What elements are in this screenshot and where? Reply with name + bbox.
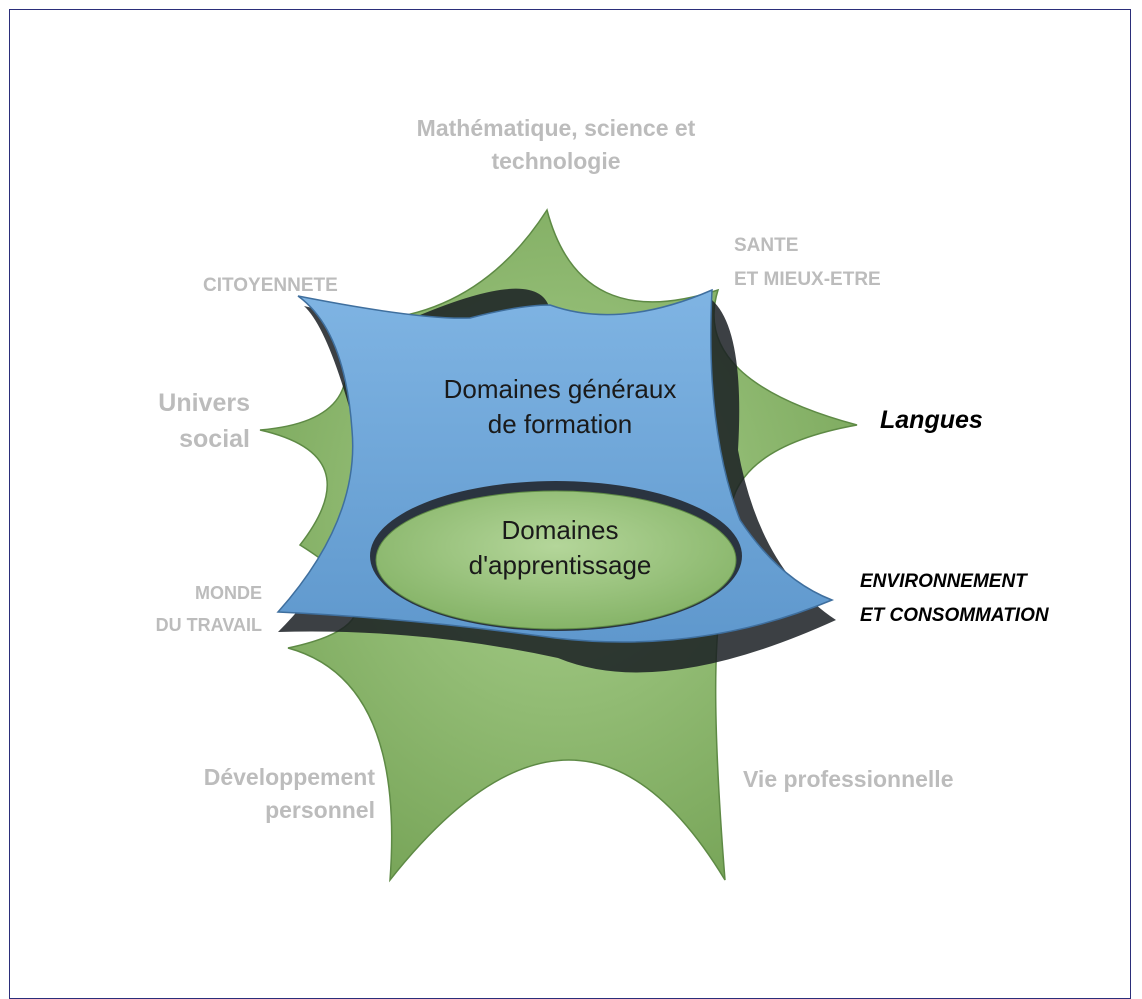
label-univers-social-line-2: social xyxy=(179,425,250,454)
outer-title-line-2: de formation xyxy=(487,409,633,440)
label-developpement-personnel: Développement personnel xyxy=(150,761,375,828)
label-mathematique-line-1: Mathématique, science et xyxy=(416,115,696,141)
label-univers-social-line-1: Univers xyxy=(158,389,250,417)
inner-title-line-1: Domaines xyxy=(501,515,619,545)
label-sante-line-1: SANTE xyxy=(734,235,799,256)
label-environnement: ENVIRONNEMENT ET CONSOMMATION xyxy=(860,565,1049,633)
label-environnement-line-1: ENVIRONNEMENT xyxy=(860,571,1027,592)
label-sante: SANTE ET MIEUX-ETRE xyxy=(734,229,881,297)
label-langues: Langues xyxy=(880,402,983,438)
label-sante-line-2: ET MIEUX-ETRE xyxy=(734,269,881,291)
label-vie-professionnelle: Vie professionnelle xyxy=(743,763,953,796)
outer-title: Domaines généraux de formation xyxy=(395,372,725,442)
label-monde-du-travail-line-2: DU TRAVAIL xyxy=(155,614,262,635)
label-citoyennete-line-1: CITOYENNETE xyxy=(203,275,338,296)
inner-title-line-2: d'apprentissage xyxy=(468,550,652,581)
label-vie-professionnelle-line-1: Vie professionnelle xyxy=(743,766,954,792)
outer-title-line-1: Domaines généraux xyxy=(443,374,677,404)
label-developpement-line-1: Développement xyxy=(203,764,375,790)
label-monde-du-travail-line-1: MONDE xyxy=(195,583,262,603)
label-monde-du-travail: MONDE DU TRAVAIL xyxy=(120,578,262,641)
inner-title: Domaines d'apprentissage xyxy=(410,513,710,583)
label-environnement-line-2: ET CONSOMMATION xyxy=(860,605,1049,627)
label-citoyennete: CITOYENNETE xyxy=(203,272,338,300)
label-mathematique-line-2: technologie xyxy=(491,148,621,175)
label-langues-line-1: Langues xyxy=(880,406,983,434)
label-developpement-line-2: personnel xyxy=(265,797,375,824)
label-mathematique: Mathématique, science et technologie xyxy=(366,112,746,179)
inner-oval xyxy=(375,490,737,630)
label-univers-social: Univers social xyxy=(120,385,250,458)
